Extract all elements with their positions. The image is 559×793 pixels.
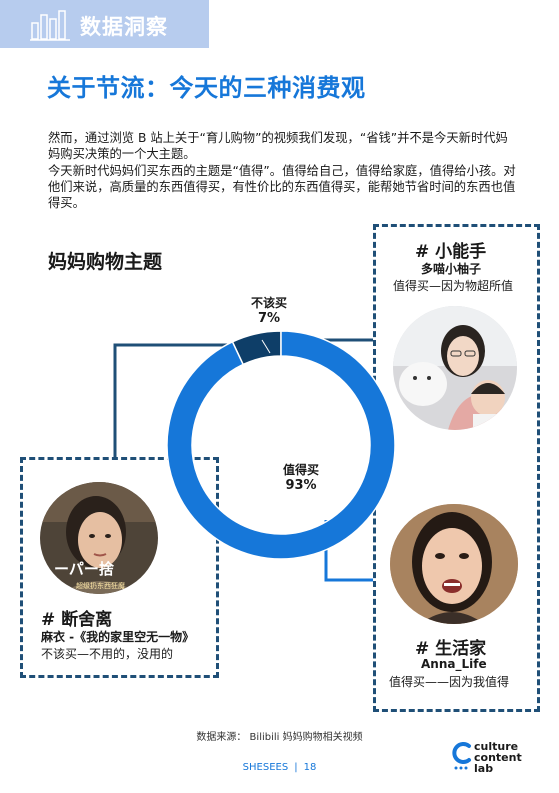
tag-title-1: # 小能手 bbox=[415, 242, 487, 262]
header-tab-label: 数据洞察 bbox=[80, 15, 168, 39]
avatar-caption: 超级扔东西狂魔 bbox=[76, 581, 125, 590]
intro-paragraph-2: 今天新时代妈妈们买东西的主题是“值得”。值得给自己，值得给家庭，值得给小孩。对他… bbox=[48, 163, 516, 211]
slice-label-not-worth-pct: 7% bbox=[257, 311, 281, 326]
section-title: 妈妈购物主题 bbox=[48, 251, 163, 273]
connector-line-left bbox=[113, 343, 233, 457]
brand-line-2: content bbox=[474, 751, 522, 764]
slice-label-worth-pct: 93% bbox=[285, 478, 317, 493]
avatar-mai: ーパー捨 超级扔东西狂魔 bbox=[40, 482, 158, 594]
slice-pointer bbox=[261, 339, 271, 354]
avatar-anna-life bbox=[390, 504, 518, 624]
footer-brand-left: SHESEES bbox=[242, 762, 289, 773]
bar-chart-icon bbox=[30, 10, 70, 41]
header-tab: 数据洞察 bbox=[0, 0, 209, 48]
brand-c-icon bbox=[452, 742, 471, 770]
connector-line-top bbox=[257, 338, 373, 350]
tag-name-1: 多喵小柚子 bbox=[421, 262, 482, 276]
brand-line-1: culture bbox=[474, 740, 519, 753]
tag-desc-2: 值得买——因为我值得 bbox=[389, 675, 510, 689]
page-title: 关于节流：今天的三种消费观 bbox=[47, 74, 366, 102]
tag-title-2: # 生活家 bbox=[415, 639, 487, 659]
tag-box-left bbox=[20, 457, 219, 678]
page-number: 18 bbox=[303, 762, 317, 773]
brand-logo: culture content lab bbox=[452, 740, 552, 785]
footer-separator: | bbox=[294, 762, 298, 773]
avatar-overlay-text: ーパー捨 bbox=[54, 560, 115, 578]
slice-label-worth: 值得买 93% bbox=[263, 462, 339, 494]
connector-line-bottom bbox=[324, 520, 373, 582]
tag-desc-1: 值得买—因为物超所值 bbox=[393, 279, 514, 293]
intro-text: 然而，通过浏览 B 站上关于“育儿购物”的视频我们发现，“省钱”并不是今天新时代… bbox=[48, 130, 518, 211]
brand-line-3: lab bbox=[474, 762, 494, 775]
intro-paragraph-1: 然而，通过浏览 B 站上关于“育儿购物”的视频我们发现，“省钱”并不是今天新时代… bbox=[48, 131, 508, 162]
slice-label-worth-name: 值得买 bbox=[282, 463, 319, 477]
slice-label-not-worth-name: 不该买 bbox=[250, 296, 287, 310]
donut-slice-not-worth bbox=[231, 330, 282, 366]
slice-label-not-worth: 不该买 7% bbox=[233, 295, 305, 327]
footer-source: 数据来源： Bilibili 妈妈购物相关视频 bbox=[196, 732, 363, 743]
footer-page: SHESEES | 18 bbox=[0, 762, 559, 773]
tag-name-2: Anna_Life bbox=[421, 657, 487, 671]
tag-title-3: # 断舍离 bbox=[41, 610, 113, 630]
tag-name-3: 麻衣 -《我的家里空无一物》 bbox=[41, 630, 195, 644]
avatar-mom-with-baby bbox=[393, 306, 517, 430]
tag-desc-3: 不该买—不用的，没用的 bbox=[41, 647, 174, 661]
